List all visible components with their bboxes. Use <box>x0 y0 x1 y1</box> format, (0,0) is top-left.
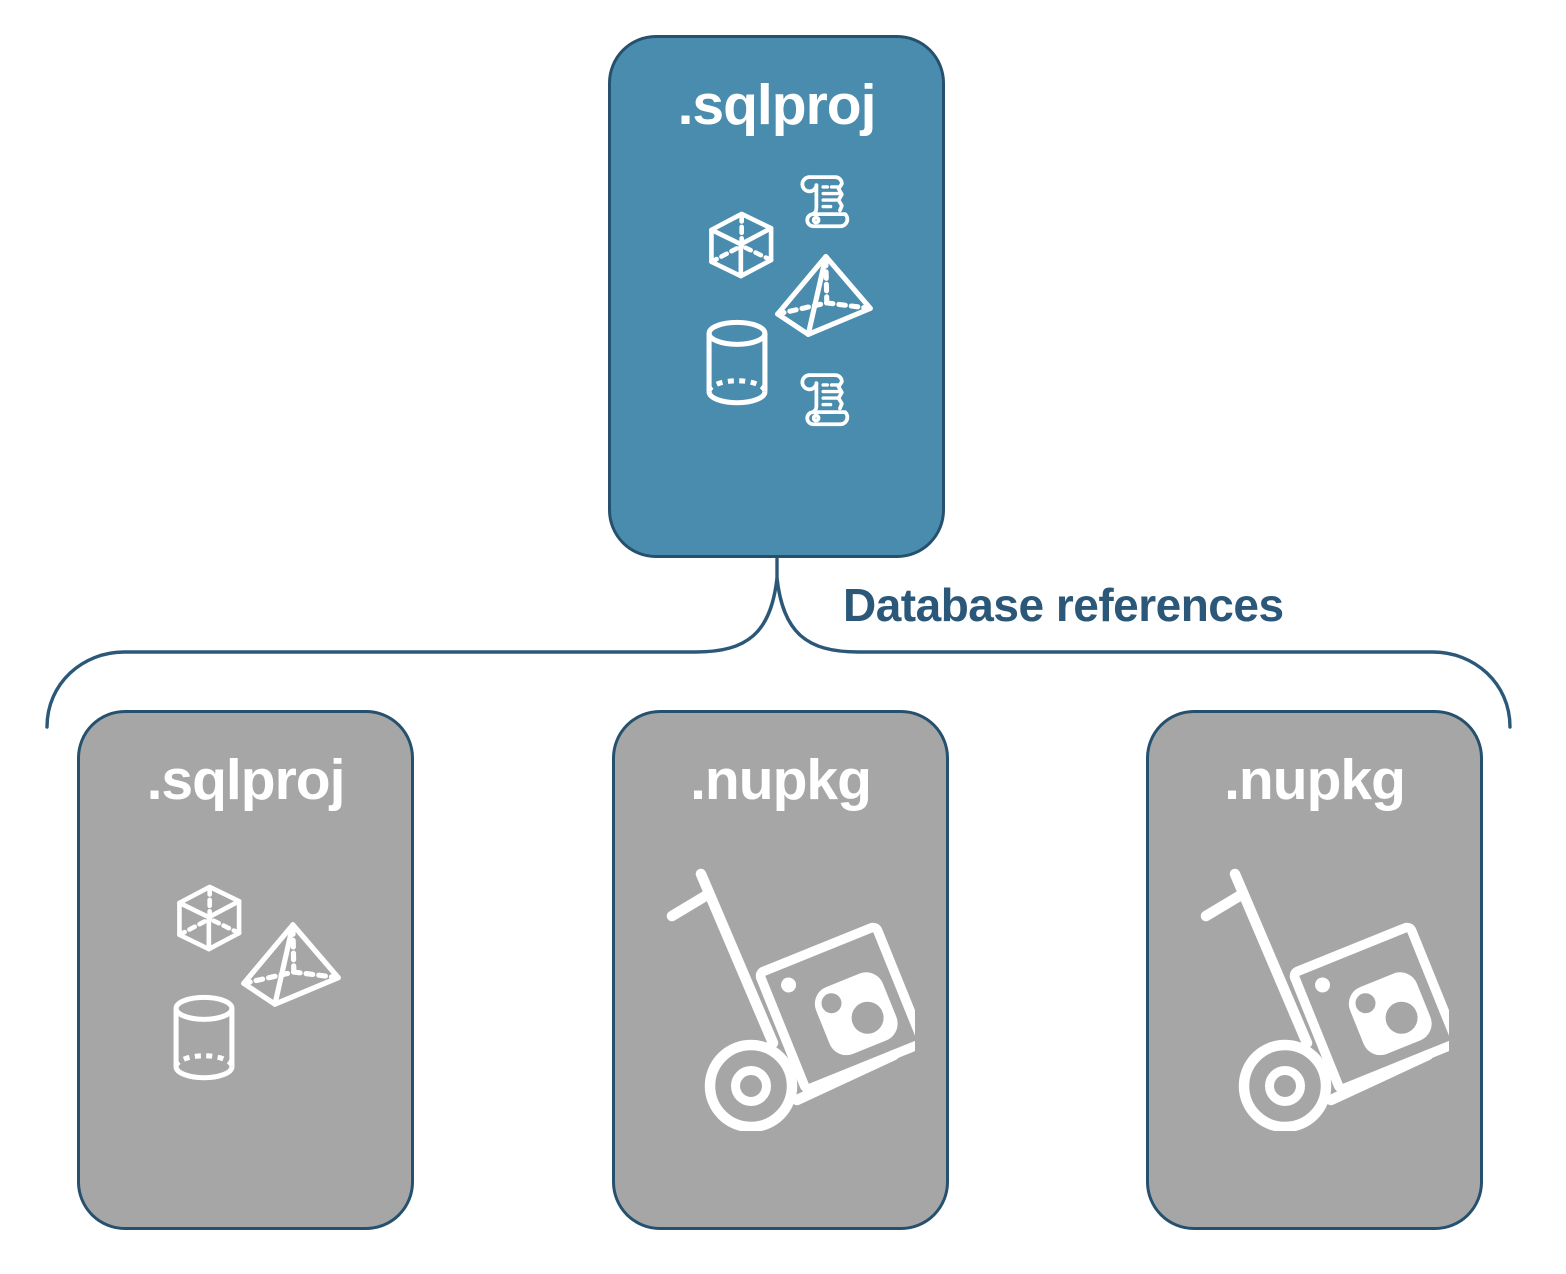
node-title: .sqlproj <box>146 748 346 812</box>
database-cylinder-icon <box>168 994 240 1082</box>
node-child-nupkg-1: .nupkg <box>612 710 949 1230</box>
connector-label: Database references <box>843 579 1284 631</box>
pyramid-icon <box>239 919 343 1009</box>
node-title: .sqlproj <box>677 73 877 137</box>
script-scroll-icon <box>796 370 854 428</box>
script-scroll-icon <box>796 172 854 230</box>
database-cylinder-icon <box>701 319 773 407</box>
cube-icon <box>166 874 250 962</box>
node-title: .nupkg <box>690 748 872 812</box>
package-dolly-icon <box>645 861 915 1131</box>
node-root-sqlproj: .sqlproj <box>608 35 945 558</box>
node-child-sqlproj: .sqlproj <box>77 710 414 1230</box>
node-title: .nupkg <box>1224 748 1406 812</box>
pyramid-icon <box>773 250 875 340</box>
node-child-nupkg-2: .nupkg <box>1146 710 1483 1230</box>
package-dolly-icon <box>1179 861 1449 1131</box>
cube-icon <box>698 203 782 287</box>
